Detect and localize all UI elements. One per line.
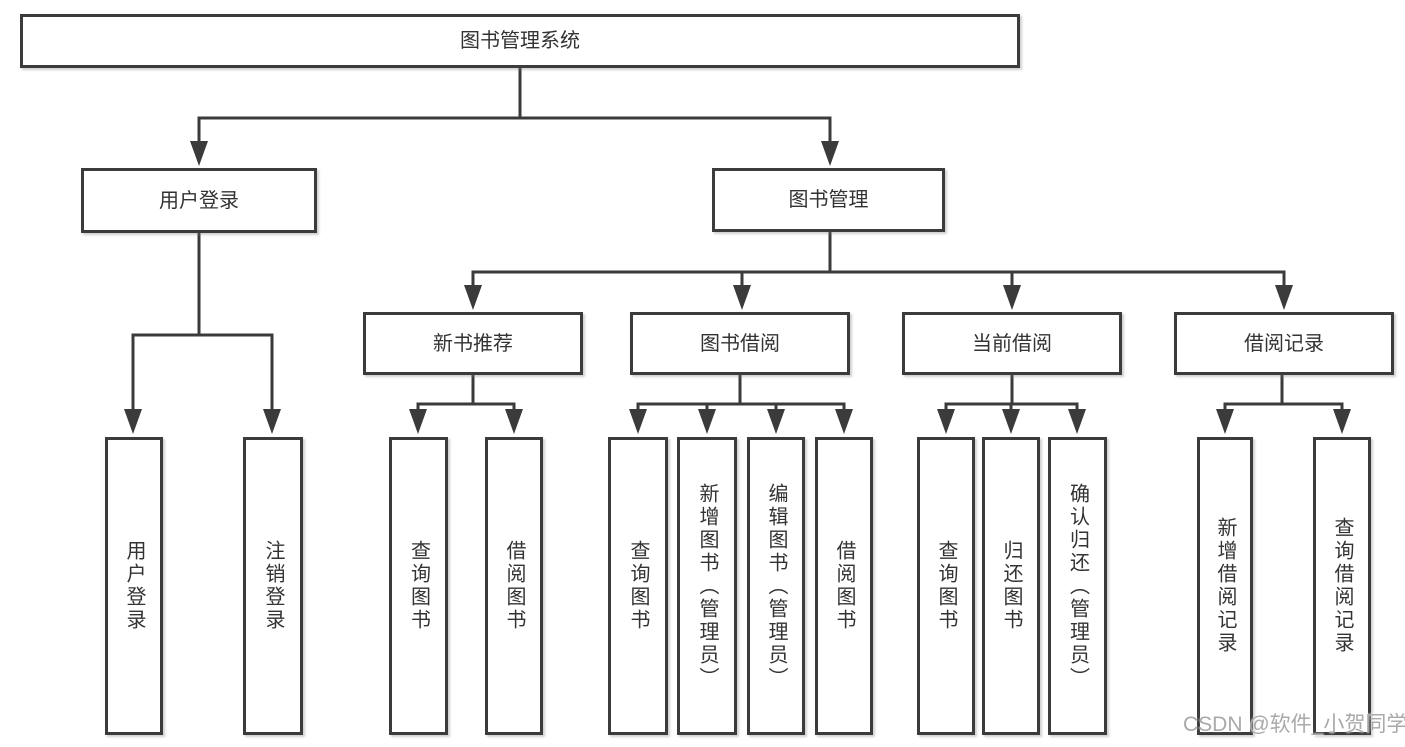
leaf-records-add-record-label: 新增借阅记录 bbox=[1214, 517, 1236, 655]
leaf-borrow-add-book-admin-label: 新增图书（管理员） bbox=[696, 482, 718, 690]
node-book-management: 图书管理 bbox=[712, 168, 945, 232]
leaf-recommend-query-book-label: 查询图书 bbox=[407, 540, 430, 632]
leaf-user-login: 用户登录 bbox=[105, 437, 163, 735]
leaf-borrow-add-book-admin: 新增图书（管理员） bbox=[677, 437, 737, 735]
leaf-records-query-record: 查询借阅记录 bbox=[1313, 437, 1371, 735]
leaf-logout-login: 注销登录 bbox=[243, 437, 303, 735]
node-user-login-group-label: 用户登录 bbox=[159, 189, 239, 212]
leaf-recommend-borrow-book: 借阅图书 bbox=[485, 437, 543, 735]
node-library-system-label: 图书管理系统 bbox=[460, 30, 580, 52]
leaf-borrow-query-book-label: 查询图书 bbox=[627, 540, 649, 632]
leaf-borrow-borrow-book-label: 借阅图书 bbox=[833, 540, 855, 632]
node-book-management-label: 图书管理 bbox=[788, 189, 869, 211]
node-library-system: 图书管理系统 bbox=[20, 14, 1020, 68]
leaf-current-confirm-return-admin: 确认归还（管理员） bbox=[1048, 437, 1107, 735]
leaf-records-add-record: 新增借阅记录 bbox=[1197, 437, 1253, 735]
node-borrow-records: 借阅记录 bbox=[1174, 312, 1394, 375]
node-user-login-group: 用户登录 bbox=[81, 168, 317, 233]
leaf-recommend-borrow-book-label: 借阅图书 bbox=[503, 540, 525, 632]
leaf-current-confirm-return-admin-label: 确认归还（管理员） bbox=[1066, 482, 1089, 690]
node-new-book-recommend: 新书推荐 bbox=[363, 312, 583, 375]
node-current-borrow: 当前借阅 bbox=[902, 312, 1122, 375]
leaf-current-return-book-label: 归还图书 bbox=[1000, 540, 1022, 632]
leaf-borrow-edit-book-admin: 编辑图书（管理员） bbox=[747, 437, 805, 735]
node-book-borrow: 图书借阅 bbox=[630, 312, 850, 375]
leaf-recommend-query-book: 查询图书 bbox=[389, 437, 448, 735]
leaf-current-query-book-label: 查询图书 bbox=[935, 540, 957, 632]
node-book-borrow-label: 图书借阅 bbox=[700, 332, 780, 355]
node-new-book-recommend-label: 新书推荐 bbox=[433, 332, 513, 355]
node-borrow-records-label: 借阅记录 bbox=[1244, 332, 1324, 355]
leaf-current-query-book: 查询图书 bbox=[917, 437, 975, 735]
leaf-borrow-edit-book-admin-label: 编辑图书（管理员） bbox=[765, 482, 787, 690]
leaf-user-login-label: 用户登录 bbox=[123, 540, 145, 632]
csdn-watermark: CSDN @软件_小贺同学 bbox=[1183, 713, 1405, 736]
leaf-records-query-record-label: 查询借阅记录 bbox=[1331, 517, 1353, 655]
leaf-borrow-query-book: 查询图书 bbox=[608, 437, 668, 735]
leaf-logout-login-label: 注销登录 bbox=[262, 540, 284, 632]
leaf-borrow-borrow-book: 借阅图书 bbox=[815, 437, 873, 735]
node-current-borrow-label: 当前借阅 bbox=[972, 332, 1052, 355]
leaf-current-return-book: 归还图书 bbox=[982, 437, 1040, 735]
